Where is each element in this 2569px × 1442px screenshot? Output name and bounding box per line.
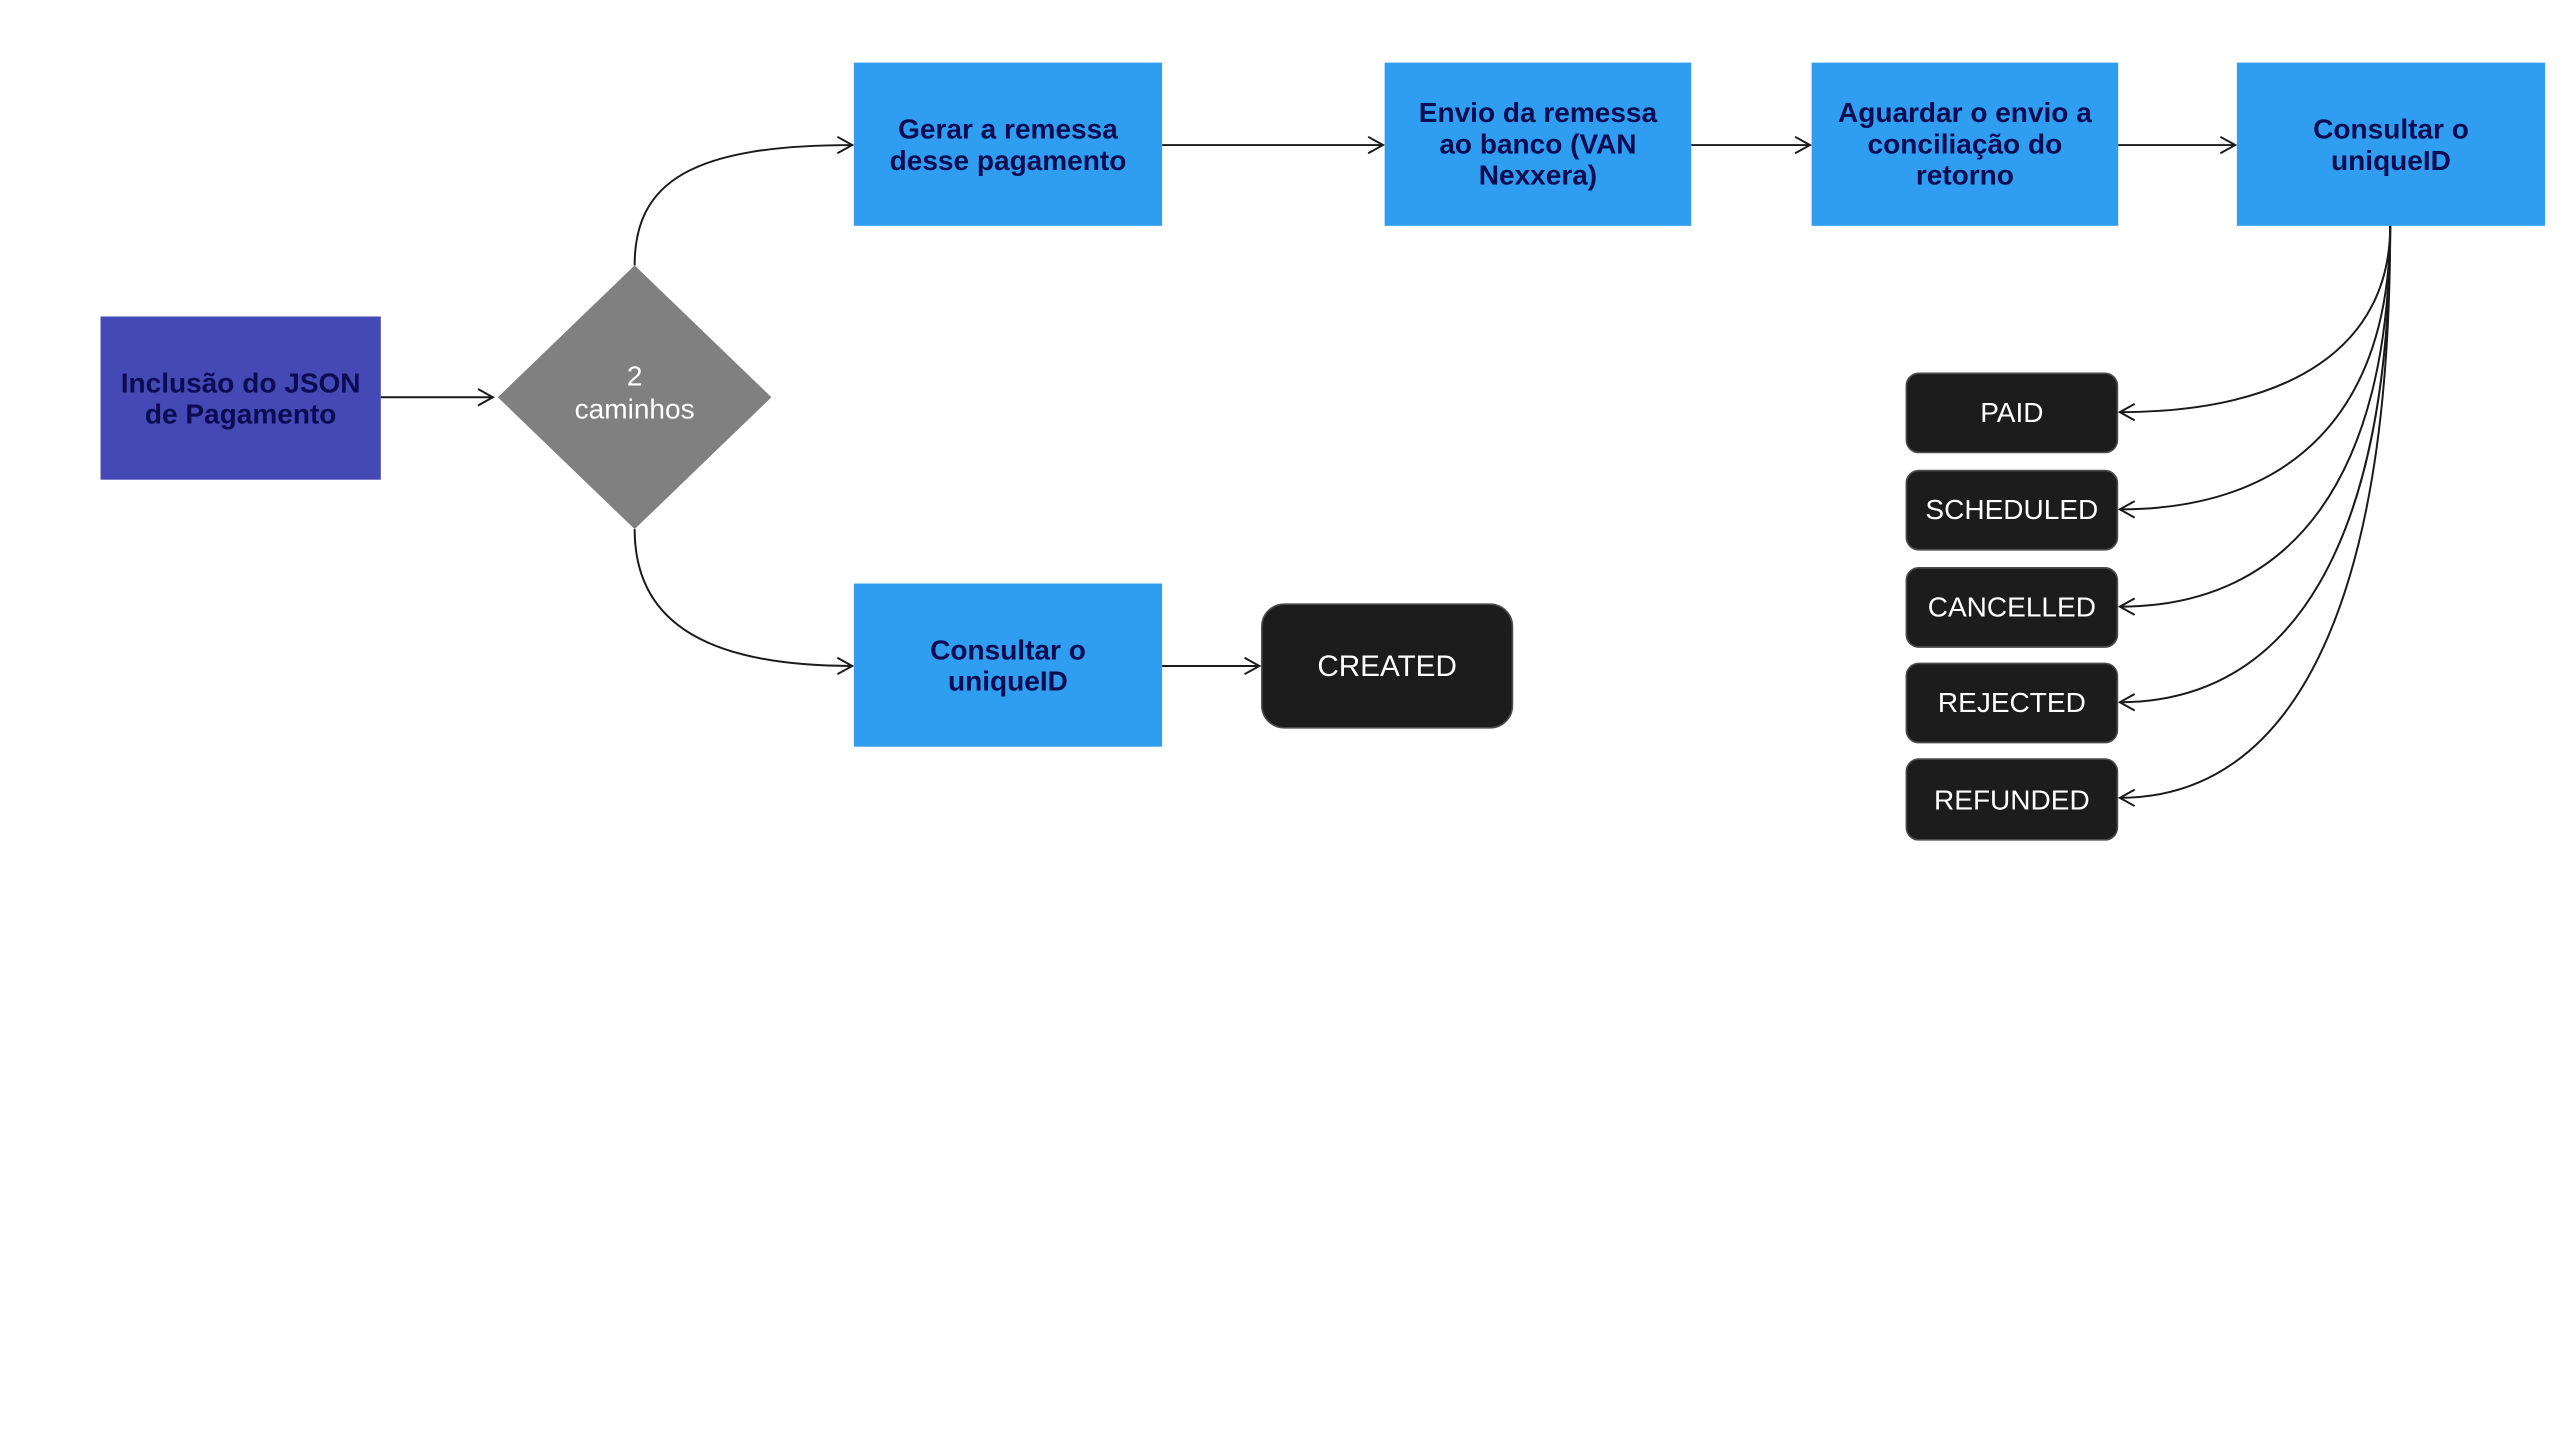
consult-uniqueid-top-label: Consultar o uniqueID (2313, 112, 2469, 176)
generate-remittance-node: Gerar a remessa desse pagamento (853, 62, 1163, 226)
status-rejected: REJECTED (1905, 662, 2119, 744)
status-refunded-label: REFUNDED (1934, 783, 2090, 816)
start-node: Inclusão do JSON de Pagamento (100, 316, 381, 480)
await-reconciliation-node: Aguardar o envio a conciliação do retorn… (1811, 62, 2119, 226)
edge-consult-to-cancelled (2117, 225, 2392, 616)
edge-decision-to-consult-bottom (633, 529, 855, 676)
send-to-bank-label: Envio da remessa ao banco (VAN Nexxera) (1418, 97, 1658, 192)
edge-consult-to-rejected (2117, 225, 2392, 712)
status-refunded: REFUNDED (1905, 758, 2119, 841)
status-scheduled: SCHEDULED (1905, 469, 2119, 551)
status-scheduled-label: SCHEDULED (1925, 494, 2099, 526)
start-node-label: Inclusão do JSON de Pagamento (120, 366, 361, 430)
edge-decision-to-generate (633, 135, 855, 266)
decision-node-label: 2 caminhos (574, 360, 695, 426)
status-created-label: CREATED (1317, 648, 1457, 682)
send-to-bank-node: Envio da remessa ao banco (VAN Nexxera) (1384, 62, 1692, 226)
status-rejected-label: REJECTED (1937, 687, 2086, 719)
status-cancelled: CANCELLED (1905, 567, 2119, 648)
status-paid: PAID (1905, 372, 2119, 454)
consult-uniqueid-bottom-label: Consultar o uniqueID (930, 633, 1086, 697)
decision-node: 2 caminhos (497, 265, 772, 530)
await-reconciliation-label: Aguardar o envio a conciliação do retorn… (1837, 97, 2092, 192)
generate-remittance-label: Gerar a remessa desse pagamento (889, 112, 1127, 176)
consult-uniqueid-top-node: Consultar o uniqueID (2236, 62, 2546, 226)
connectors (380, 135, 2392, 807)
consult-uniqueid-bottom-node: Consultar o uniqueID (853, 583, 1163, 747)
edge-consult-to-refunded (2117, 225, 2392, 807)
status-cancelled-label: CANCELLED (1927, 591, 2096, 624)
status-created: CREATED (1261, 603, 1514, 729)
edge-consult-to-scheduled (2117, 225, 2392, 519)
status-paid-label: PAID (1980, 397, 2044, 429)
edge-consult-to-paid (2117, 225, 2392, 422)
